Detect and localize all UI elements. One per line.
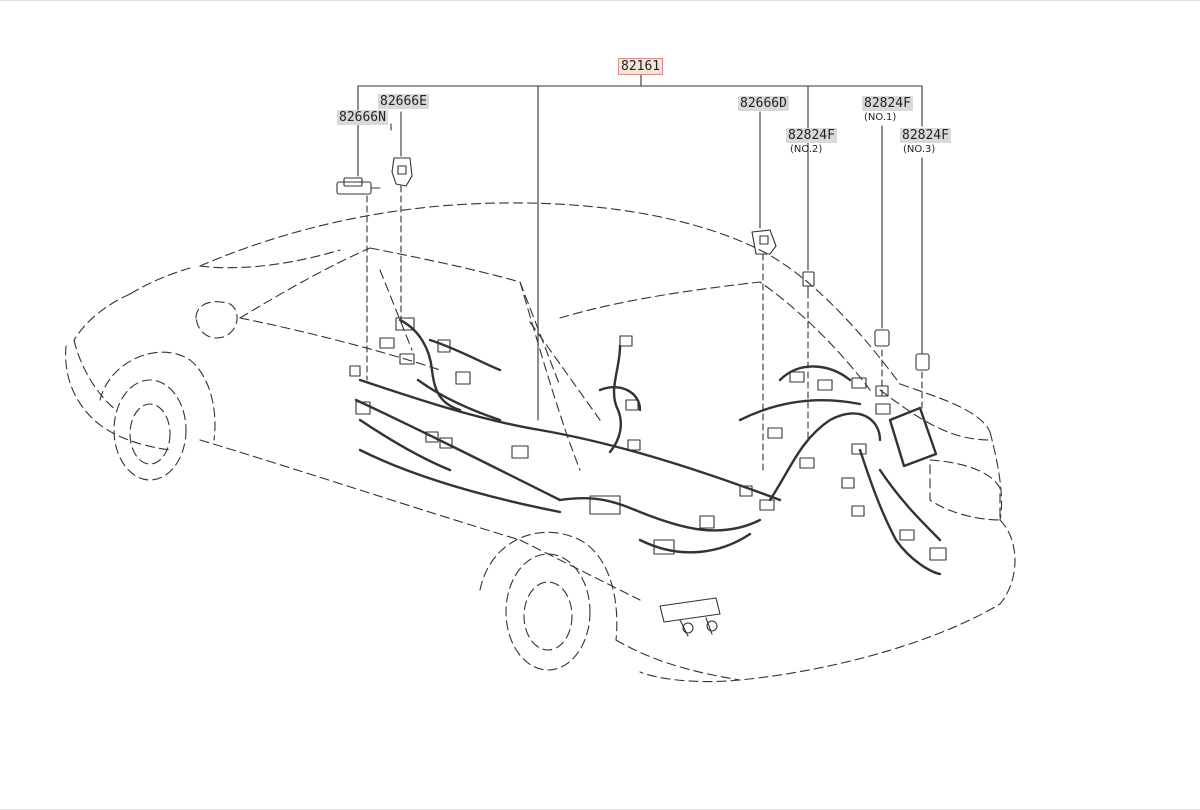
part-label-82666N[interactable]: 82666N [337, 110, 388, 125]
part-label-82666D[interactable]: 82666D [738, 96, 789, 111]
leader-lines [357, 73, 923, 471]
car-body-outline [65, 202, 1016, 683]
part-label-82824F-no1[interactable]: 82824F [862, 96, 913, 111]
part-82666E-icon [391, 157, 413, 187]
harness-connectors [349, 317, 947, 561]
part-82824F-no3-icon [915, 353, 930, 371]
part-82666N-icon [336, 177, 381, 195]
part-label-82824F-no3[interactable]: 82824F [900, 128, 951, 143]
assembly-label-82161[interactable]: 82161 [618, 58, 664, 75]
top-border [0, 0, 1200, 1]
part-82824F-no2-icon [802, 271, 815, 293]
part-82824F-no1-icon [874, 329, 890, 347]
part-note-no3: (NO.3) [903, 144, 936, 155]
part-82666D-icon [751, 229, 777, 255]
trunk-hinge [659, 597, 721, 637]
part-label-82824F-no2[interactable]: 82824F [786, 128, 837, 143]
part-label-82666E[interactable]: 82666E [378, 94, 429, 109]
part-note-no1: (NO.1) [864, 112, 897, 123]
part-note-no2: (NO.2) [790, 144, 823, 155]
